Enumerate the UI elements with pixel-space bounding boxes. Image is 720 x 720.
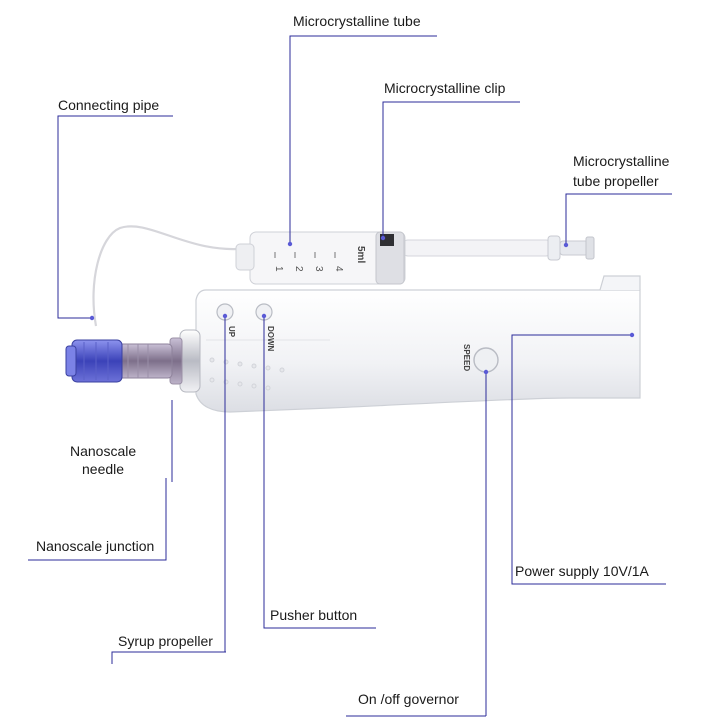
label-tube-propeller-line2: tube propeller (573, 173, 659, 189)
tube-propeller (401, 235, 595, 261)
label-microcrystalline-tube: Microcrystalline tube (293, 13, 421, 29)
speed-label: SPEED (462, 344, 471, 371)
connecting-pipe (92, 225, 251, 327)
syringe-tick-label: 4 (333, 266, 344, 272)
syringe-tick-label: 2 (293, 266, 304, 272)
nanoscale-junction (169, 329, 201, 393)
label-power-supply: Power supply 10V/1A (515, 563, 649, 579)
label-nanoscale-needle-line2: needle (82, 461, 125, 477)
label-pusher-button: Pusher button (270, 607, 358, 623)
grip-dots (209, 357, 285, 391)
syringe-volume-label: 5ml (355, 246, 366, 263)
label-nanoscale-junction: Nanoscale junction (36, 538, 155, 554)
syringe-scale (274, 252, 336, 258)
down-label: DOWN (266, 326, 275, 352)
device-body (195, 289, 641, 413)
syringe-tick-label: 1 (273, 266, 284, 272)
label-microcrystalline-clip: Microcrystalline clip (384, 80, 506, 96)
leader-lines (28, 35, 672, 717)
microcrystalline-tube: 1 2 3 4 5ml (235, 231, 406, 285)
leader-dots (89, 235, 635, 375)
syringe-tick-label: 3 (313, 266, 324, 272)
label-on-off-governor: On /off governor (358, 691, 459, 707)
label-connecting-pipe: Connecting pipe (58, 97, 160, 113)
nanoscale-needle (65, 339, 173, 383)
label-tube-propeller-line1: Microcrystalline (573, 153, 670, 169)
label-nanoscale-needle-line1: Nanoscale (70, 443, 137, 459)
label-syrup-propeller: Syrup propeller (118, 633, 213, 649)
speed-button[interactable] (473, 347, 499, 373)
up-label: UP (227, 326, 236, 338)
